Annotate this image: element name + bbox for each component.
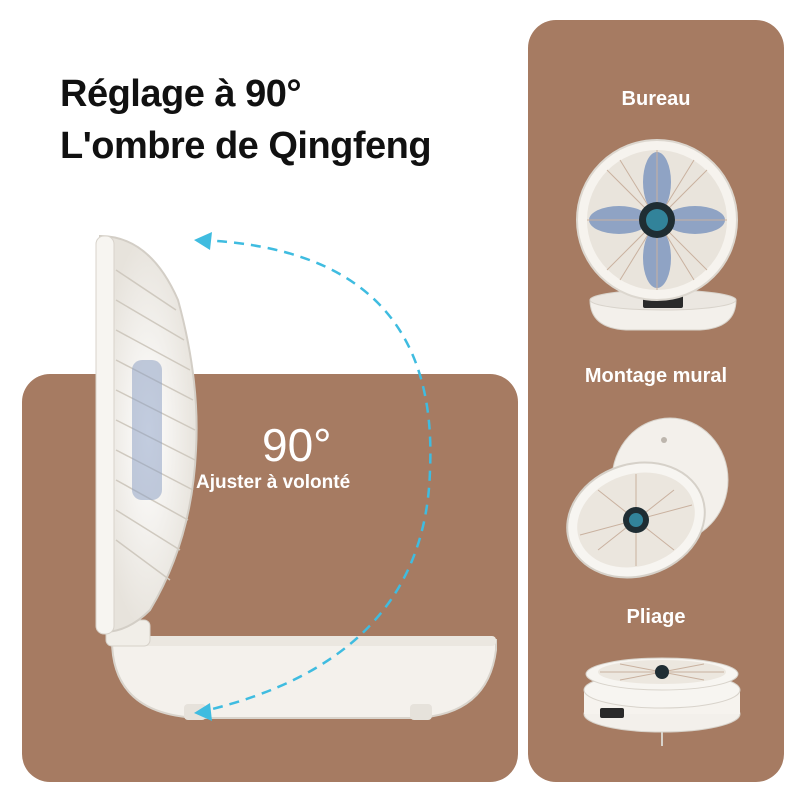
wall-mount-fan-illustration [566, 417, 729, 579]
rotation-arrow-head-bottom [194, 703, 212, 721]
large-fan-side-view [95, 232, 497, 721]
desk-fan-illustration [576, 139, 738, 331]
headline-line-1: Réglage à 90° [60, 73, 302, 115]
mode-label-desk: Bureau [621, 88, 691, 110]
large-fan-grille [115, 269, 196, 581]
mode-label-fold: Pliage [626, 606, 686, 628]
mode-label-wall-mount: Montage mural [584, 365, 728, 387]
angle-caption: Ajuster à volonté [196, 472, 351, 493]
large-fan-foot-left [184, 704, 206, 720]
rotation-arrow-head-top [194, 232, 212, 250]
headline: Réglage à 90° L'ombre de Qingfeng [60, 68, 432, 172]
angle-value: 90° [262, 419, 332, 471]
folded-fan-illustration [583, 657, 741, 746]
large-fan-foot-right [410, 704, 432, 720]
large-fan-blade-glimpse [132, 360, 162, 500]
rotation-arrow [199, 238, 432, 714]
headline-line-2: L'ombre de Qingfeng [60, 125, 432, 167]
large-fan-base [110, 639, 497, 719]
